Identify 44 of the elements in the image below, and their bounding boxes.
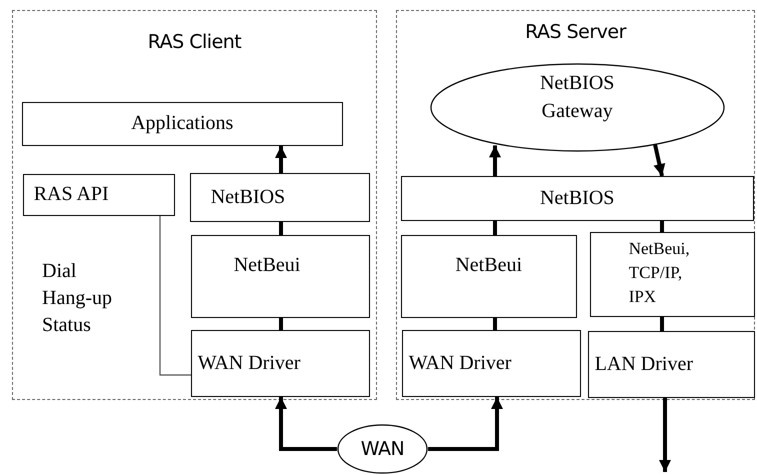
arrow bbox=[275, 397, 337, 451]
layer-box bbox=[190, 330, 370, 397]
node-label: NetBeui, TCP/IP, IPX bbox=[628, 238, 691, 308]
layer-box bbox=[22, 102, 343, 146]
node-label: WAN Driver bbox=[408, 352, 512, 375]
arrow bbox=[428, 397, 503, 451]
arrow bbox=[659, 398, 671, 472]
leader-line bbox=[159, 216, 191, 376]
layer-box bbox=[588, 330, 755, 398]
arrow bbox=[653, 144, 666, 176]
ellipse-node bbox=[430, 62, 725, 152]
layer-box bbox=[190, 234, 370, 318]
node-label: NetBIOS bbox=[540, 186, 614, 210]
arrow bbox=[275, 146, 287, 173]
connector-line bbox=[493, 318, 497, 330]
connector-line bbox=[493, 221, 497, 235]
layer-box bbox=[400, 176, 754, 221]
connector-line bbox=[660, 317, 664, 331]
layer-box bbox=[402, 330, 581, 397]
ellipse-node bbox=[337, 424, 428, 474]
system-panel bbox=[12, 10, 377, 400]
node-label: WAN bbox=[360, 438, 404, 460]
layer-box bbox=[590, 232, 755, 317]
layer-box bbox=[22, 174, 175, 216]
function-label: Status bbox=[42, 313, 91, 338]
panel-title: RAS Server bbox=[525, 21, 626, 43]
node-label: NetBeui bbox=[234, 254, 300, 277]
node-label: LAN Driver bbox=[594, 352, 693, 376]
node-label: WAN Driver bbox=[198, 352, 300, 375]
layer-box bbox=[400, 234, 577, 318]
connector-line bbox=[660, 221, 664, 232]
node-label: NetBIOS bbox=[210, 186, 286, 209]
node-label: NetBeui bbox=[455, 254, 522, 277]
panel-title: RAS Client bbox=[148, 31, 242, 53]
function-label: Dial bbox=[42, 259, 76, 284]
system-panel bbox=[396, 10, 755, 400]
node-label: Applications bbox=[131, 112, 234, 136]
node-label: NetBIOS Gateway bbox=[538, 70, 616, 124]
arrow bbox=[489, 145, 501, 176]
node-label: RAS API bbox=[34, 183, 109, 206]
function-label: Hang-up bbox=[42, 286, 112, 311]
layer-box bbox=[190, 172, 370, 222]
connector-line bbox=[279, 318, 283, 330]
connector-line bbox=[279, 222, 283, 235]
